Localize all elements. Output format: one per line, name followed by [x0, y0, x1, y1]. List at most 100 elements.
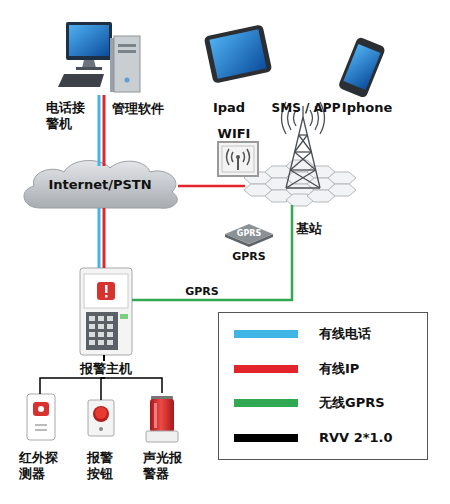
detector-grille: [35, 424, 47, 426]
keyboard: [58, 74, 104, 87]
node-label: 电话接警机: [46, 100, 88, 132]
node-label: 基站: [296, 221, 336, 237]
key: [89, 324, 95, 329]
free-label: SMS / APP: [270, 100, 342, 116]
tower-brace: [286, 187, 320, 188]
legend-row: RVV 2*1.0: [219, 428, 427, 448]
node-label: GPRS: [225, 250, 273, 264]
monitor-base: [76, 67, 102, 70]
detector-eye: [38, 406, 44, 412]
wifi-inner-frame: [222, 146, 254, 172]
key: [98, 340, 104, 345]
key: [98, 332, 104, 337]
wifi-illustration: [218, 142, 258, 176]
tower-brace: [295, 135, 308, 152]
monitor-bezel: [66, 22, 112, 60]
button-ring: [93, 406, 109, 422]
detector-lens: [33, 402, 49, 416]
key: [107, 340, 113, 345]
node-label: WIFI: [209, 126, 259, 142]
alarm-icon: [97, 282, 115, 300]
keypad-keys: [89, 316, 113, 345]
wifi-waves: [227, 149, 250, 165]
tablet-screen: [209, 29, 266, 79]
tower-brace: [295, 151, 312, 152]
alarm-button-illustration: [88, 400, 114, 436]
detector-body: [27, 394, 55, 440]
legend-text: RVV 2*1.0: [319, 430, 393, 446]
iphone-illustration: [338, 36, 386, 98]
legend-swatch: [234, 399, 298, 407]
drive-bay: [118, 44, 136, 47]
node-label: 声光报警器: [143, 450, 187, 482]
tablet-body: [204, 24, 273, 83]
node-label: 报警主机: [66, 361, 146, 377]
key: [107, 316, 113, 321]
siren-base: [146, 431, 178, 442]
button-cap: [95, 407, 107, 419]
diagram-node: Internet/PSTN: [22, 166, 178, 208]
connector-line: [98, 95, 101, 166]
cell-grid: [244, 160, 356, 206]
diagram-node: 声光报警器: [146, 393, 178, 442]
wifi-antenna: [237, 158, 239, 170]
connector-line: [178, 185, 245, 188]
keypad: [86, 312, 118, 350]
node-label: 报警按钮: [87, 450, 115, 482]
wifi-dot: [236, 155, 240, 159]
alarm-host-illustration: [80, 268, 132, 355]
host-led: [120, 314, 128, 319]
ipad-illustration: [204, 24, 273, 83]
monitor-stand: [82, 60, 96, 68]
tower-brace: [290, 169, 315, 170]
diagram-node: 基站: [245, 112, 360, 205]
phone-screen: [343, 44, 380, 90]
legend-row: 有线IP: [219, 359, 427, 379]
diagram-node: 电话接警机管理软件: [60, 20, 142, 95]
drive-bay: [118, 50, 136, 53]
diagram-node: Iphone: [336, 38, 390, 96]
connector-line: [103, 95, 106, 166]
legend-swatch: [234, 365, 298, 373]
host-top-panel: [84, 274, 128, 308]
gprs-top: [225, 224, 273, 244]
hex-cell: [328, 184, 356, 196]
tower-brace: [290, 170, 320, 188]
alarm-icon-mark: [105, 285, 108, 293]
node-label: 红外探测器: [19, 450, 63, 482]
wifi-frame: [218, 142, 258, 176]
legend-swatch: [234, 434, 298, 442]
alarm-icon-mark: [105, 295, 108, 298]
legend-text: 有线电话: [319, 326, 371, 342]
button-plate: [88, 400, 114, 436]
node-label: Internet/PSTN: [22, 177, 178, 193]
legend-box: 有线电话有线IP无线GPRSRVV 2*1.0: [218, 312, 428, 460]
gprs-illustration: [225, 224, 273, 247]
key: [89, 332, 95, 337]
diagram-node: 红外探测器: [27, 394, 55, 440]
diagram-node: 报警主机: [80, 268, 132, 355]
connector-line: [132, 205, 292, 300]
ir-detector-illustration: [27, 394, 55, 440]
siren-dome: [150, 399, 174, 432]
siren-highlight: [154, 403, 157, 428]
diagram-node: GPRSGPRS: [225, 224, 273, 244]
node-label: GPRS: [225, 228, 273, 239]
power-led: [125, 78, 130, 83]
legend-row: 有线电话: [219, 324, 427, 344]
tower-brace: [290, 152, 311, 170]
key: [98, 324, 104, 329]
key: [89, 340, 95, 345]
node-label: Iphone: [337, 100, 397, 116]
diagram-node: 报警按钮: [88, 400, 114, 436]
legend-swatch: [234, 330, 298, 338]
key: [98, 316, 104, 321]
tower-brace: [286, 170, 316, 188]
diagram-node: WIFI: [218, 142, 258, 176]
tower-brace: [295, 152, 316, 170]
button-key: [99, 427, 103, 431]
node-label: 管理软件: [112, 101, 176, 117]
connector-line: [98, 208, 101, 268]
connector-line: [103, 208, 106, 268]
